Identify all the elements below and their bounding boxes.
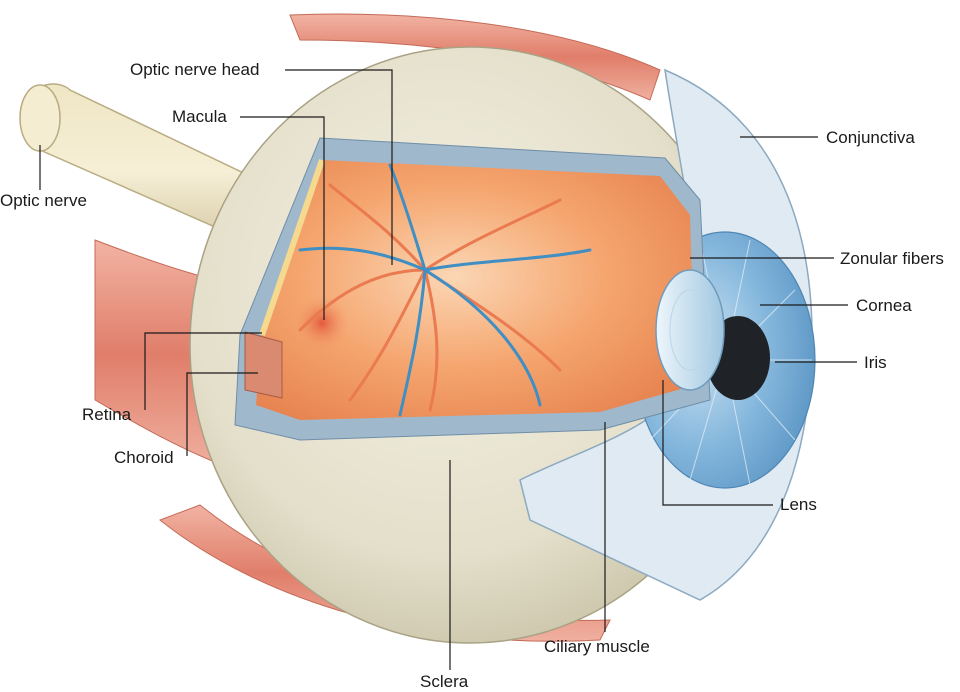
label-cornea: Cornea bbox=[856, 296, 912, 315]
label-retina: Retina bbox=[82, 405, 132, 424]
label-lens: Lens bbox=[780, 495, 817, 514]
label-conjunctiva: Conjunctiva bbox=[826, 128, 915, 147]
muscle-top bbox=[289, 13, 661, 101]
label-iris: Iris bbox=[864, 353, 887, 372]
macula-spot bbox=[294, 295, 350, 351]
label-ciliary-muscle: Ciliary muscle bbox=[544, 637, 650, 656]
label-optic-nerve: Optic nerve bbox=[0, 191, 87, 210]
label-sclera: Sclera bbox=[420, 672, 469, 691]
label-zonular-fibers: Zonular fibers bbox=[840, 249, 944, 268]
retina-choroid-block bbox=[244, 331, 283, 399]
retinal-vessels bbox=[298, 163, 592, 417]
label-optic-nerve-head: Optic nerve head bbox=[130, 60, 260, 79]
fundus-shape bbox=[256, 160, 695, 420]
label-macula: Macula bbox=[172, 107, 227, 126]
label-choroid: Choroid bbox=[114, 448, 174, 467]
leader-lines bbox=[39, 69, 857, 670]
lens-shape bbox=[655, 269, 725, 391]
